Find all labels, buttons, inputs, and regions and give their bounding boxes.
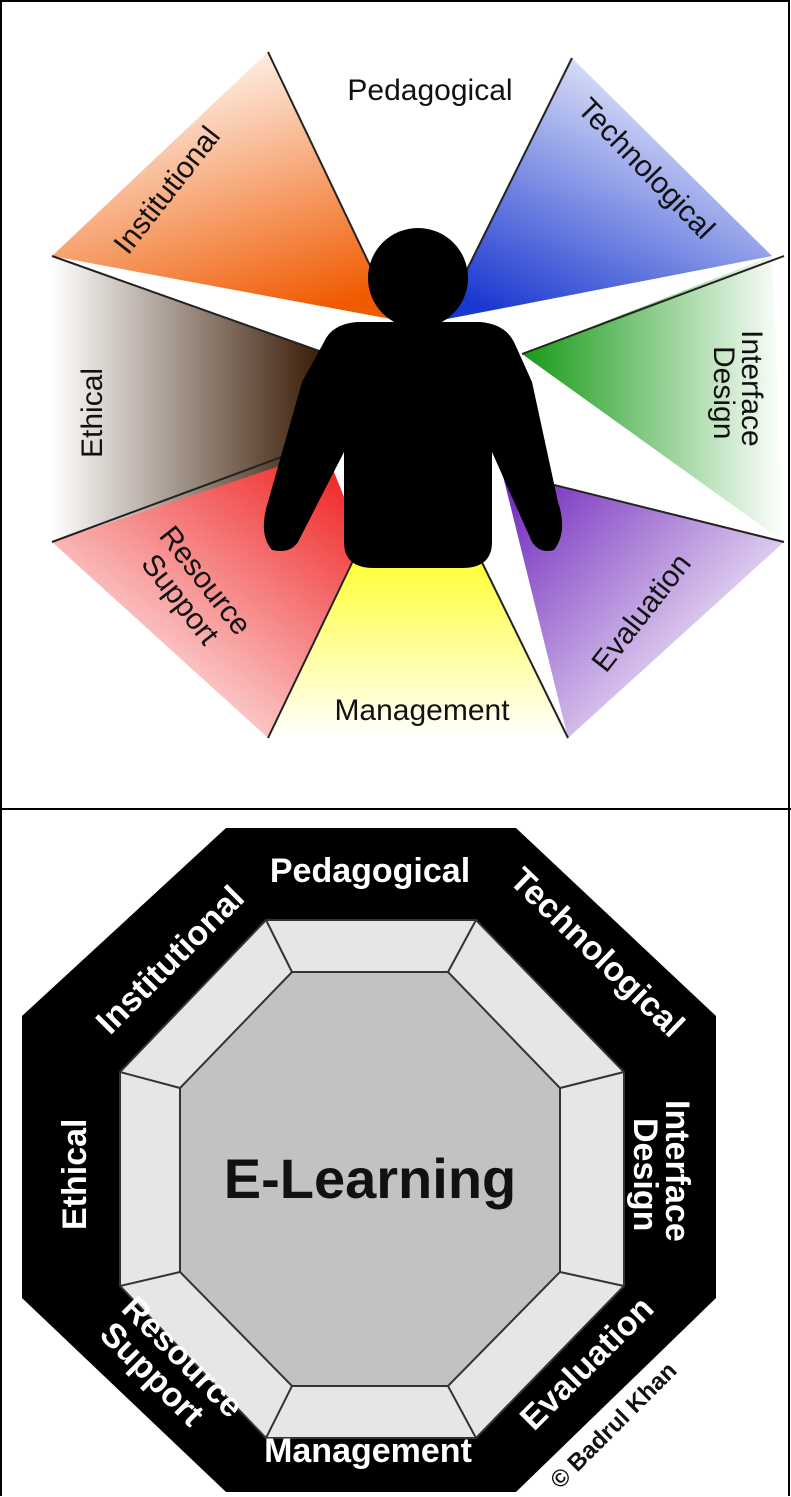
label-interface-line1: Interface — [658, 1100, 696, 1242]
label-management: Management — [334, 694, 510, 727]
panel-divider — [0, 808, 791, 810]
wedge-technological — [442, 58, 772, 320]
person-head — [368, 228, 468, 328]
bevel-lines — [119, 919, 625, 1439]
person-diagram-svg: Pedagogical Technological Interface Desi… — [51, 51, 785, 739]
wedge-evaluation — [502, 472, 784, 738]
label-interface-line2: Design — [707, 346, 740, 439]
label-interface-line1: Interface — [735, 330, 768, 447]
wedge-interface-design — [522, 256, 784, 542]
person-body — [263, 322, 563, 568]
label-pedagogical: Pedagogical — [347, 74, 512, 107]
label-interface-line2: Design — [626, 1118, 664, 1231]
octagon-diagram-svg: E-Learning Pedagogical Technological Int… — [22, 828, 716, 1494]
label-ethical: Ethical — [56, 1119, 94, 1230]
center-label: E-Learning — [224, 1147, 516, 1210]
label-ethical: Ethical — [76, 368, 109, 458]
wedge-ethical — [52, 256, 322, 542]
wedge-institutional — [52, 52, 396, 320]
framework-person-diagram: Pedagogical Technological Interface Desi… — [2, 2, 788, 808]
framework-octagon-diagram: E-Learning Pedagogical Technological Int… — [2, 810, 788, 1497]
label-management: Management — [264, 1432, 472, 1470]
label-pedagogical: Pedagogical — [270, 852, 470, 890]
person-silhouette — [263, 228, 563, 568]
wedge-management — [268, 542, 568, 738]
